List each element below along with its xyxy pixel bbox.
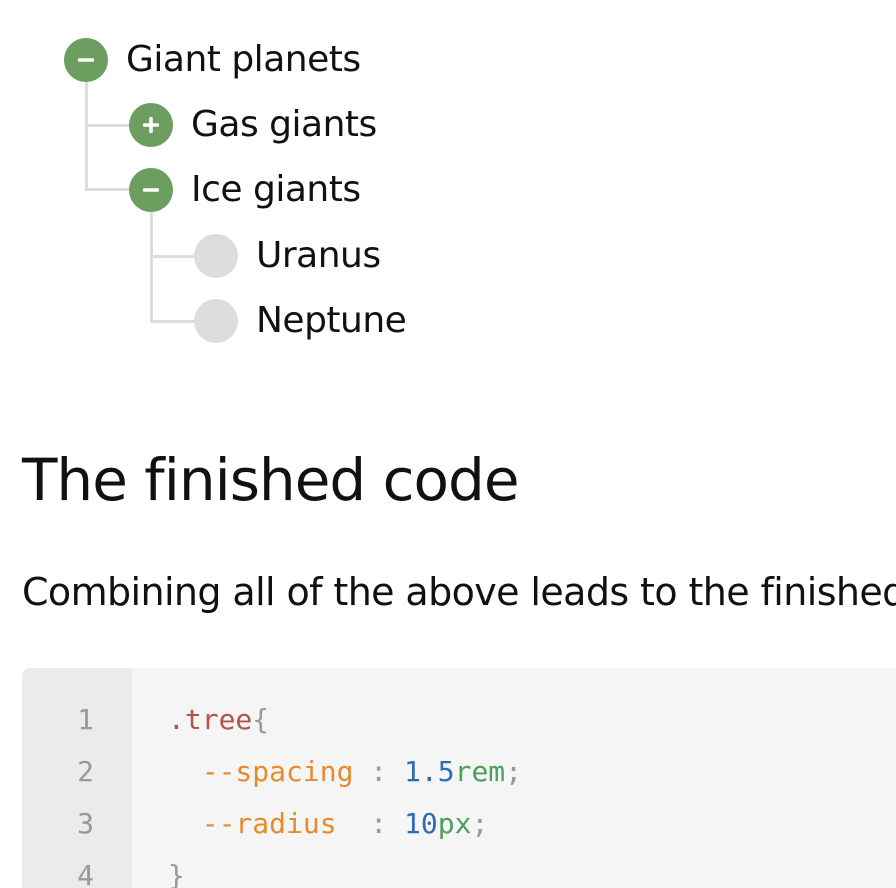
tree-connector [150, 320, 196, 323]
intro-paragraph: Combining all of the above leads to the … [22, 570, 896, 614]
code-punctuation: : [353, 755, 405, 788]
tree-node-label[interactable]: Gas giants [191, 104, 377, 145]
dot-icon [194, 299, 238, 343]
dot-icon [194, 234, 238, 278]
code-block: 1 2 3 4 .tree{ --spacing : 1.5rem; --rad… [22, 668, 896, 888]
tree-connector [85, 82, 88, 190]
tree-node-giant-planets: Giant planets [64, 38, 361, 82]
tree-node-label: Uranus [256, 235, 381, 276]
code-punctuation: ; [471, 807, 489, 840]
code-line: } [168, 850, 185, 888]
code-unit: px [437, 807, 472, 840]
line-number-gutter: 1 2 3 4 [22, 668, 132, 888]
planet-tree: Giant planets Gas giants Ice giants Uran… [0, 0, 896, 360]
section-heading: The finished code [22, 446, 520, 514]
tree-connector [85, 124, 129, 127]
code-line: .tree{ [168, 694, 269, 746]
code-property: --spacing [201, 755, 354, 788]
tree-node-label[interactable]: Ice giants [191, 169, 361, 210]
line-number: 3 [77, 807, 94, 840]
code-punctuation: { [252, 703, 270, 736]
tree-connector [85, 188, 129, 191]
code-property: --radius [201, 807, 337, 840]
tree-node-gas-giants: Gas giants [129, 103, 377, 147]
code-line: --radius : 10px; [168, 798, 489, 850]
code-indent [168, 755, 202, 788]
line-number: 2 [77, 755, 94, 788]
tree-node-uranus: Uranus [194, 234, 381, 278]
plus-icon[interactable] [129, 103, 173, 147]
code-punctuation: ; [505, 755, 523, 788]
tree-node-label[interactable]: Giant planets [126, 39, 361, 80]
tree-node-neptune: Neptune [194, 299, 407, 343]
code-number: 10 [404, 807, 438, 840]
code-indent [168, 807, 202, 840]
code-punctuation: : [336, 807, 405, 840]
code-number: 1.5 [404, 755, 455, 788]
minus-icon[interactable] [64, 38, 108, 82]
code-punctuation: } [168, 859, 185, 888]
minus-icon[interactable] [129, 168, 173, 212]
code-selector: .tree [168, 703, 253, 736]
line-number: 1 [77, 703, 94, 736]
tree-node-label: Neptune [256, 300, 407, 341]
code-unit: rem [454, 755, 506, 788]
code-line: --spacing : 1.5rem; [168, 746, 522, 798]
line-number: 4 [77, 859, 94, 888]
tree-node-ice-giants: Ice giants [129, 168, 361, 212]
tree-connector [150, 255, 196, 258]
tree-connector [150, 212, 153, 322]
